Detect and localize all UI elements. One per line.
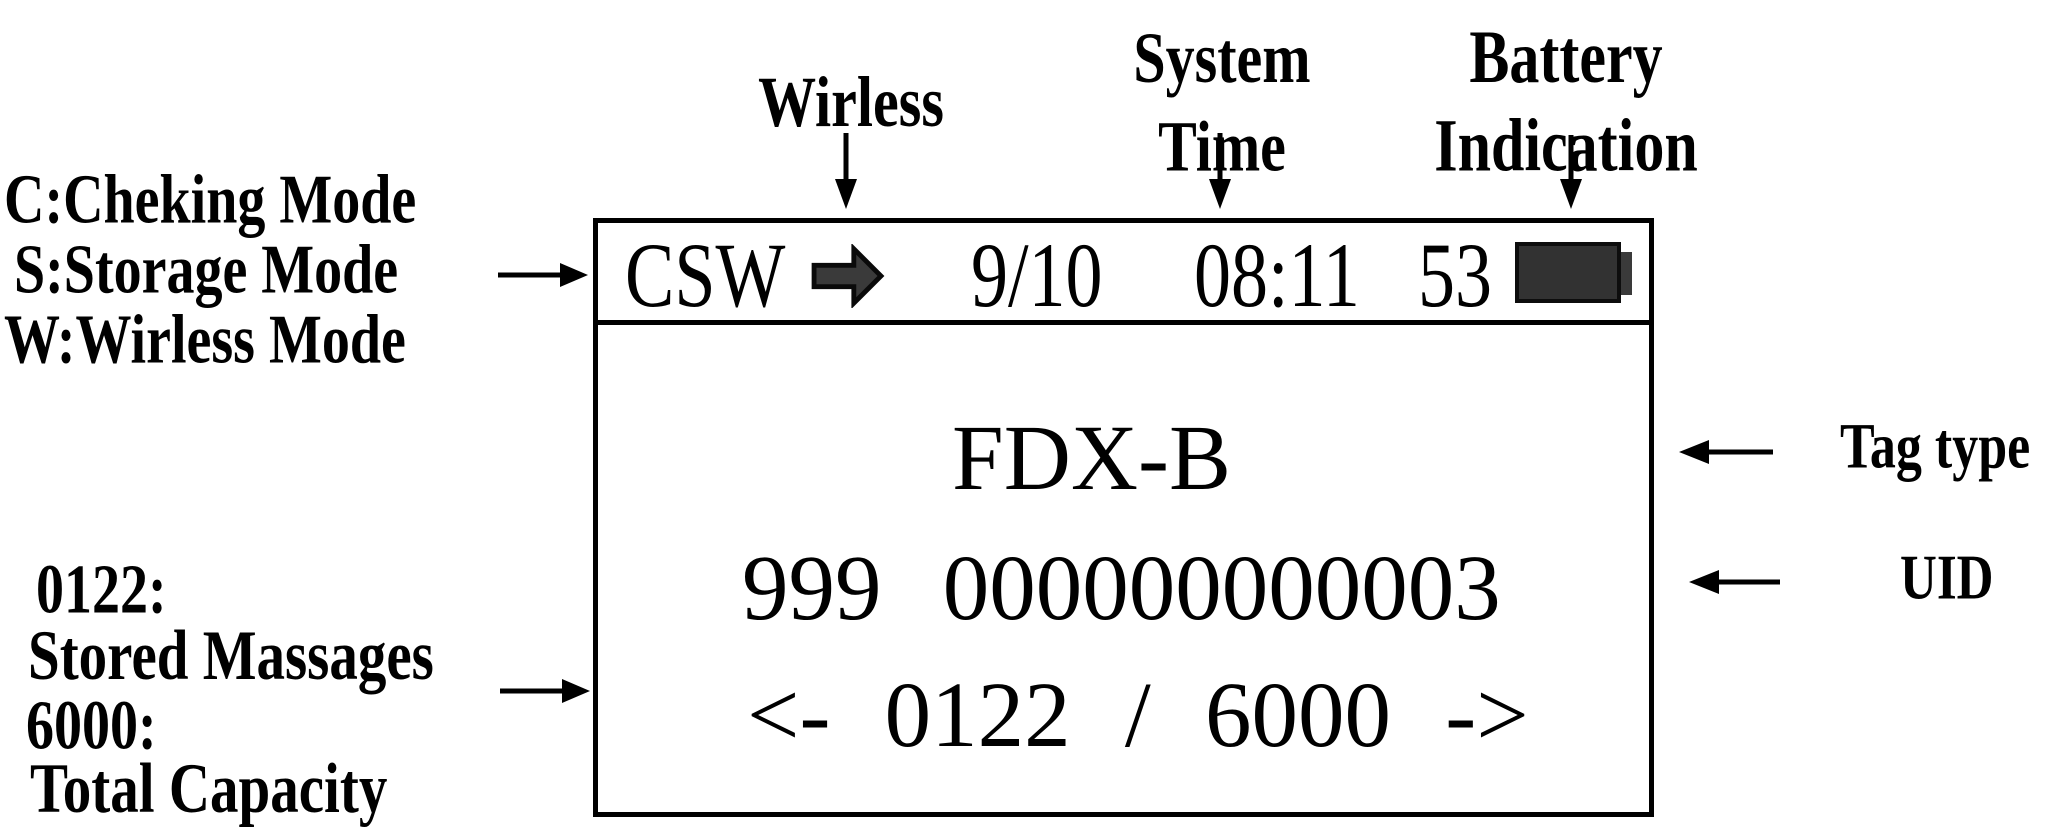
- battery-label-line2: Indication: [1434, 104, 1698, 187]
- tag-type-callout-label: Tag type: [1840, 411, 2031, 483]
- wireless-callout-label: Wirless: [758, 61, 944, 143]
- status-time: 08:11: [1194, 224, 1360, 328]
- uid-value: 999 000000000003: [742, 537, 1501, 640]
- battery-percent: 53: [1418, 224, 1492, 328]
- battery-callout-label: Battery Indication: [1426, 13, 1706, 191]
- battery-pointer-down-arrow-icon: [1560, 135, 1582, 209]
- battery-label-line1: Battery: [1469, 15, 1663, 99]
- system-time-pointer-down-arrow-icon: [1209, 133, 1231, 209]
- battery-icon-terminal: [1621, 252, 1632, 295]
- total-capacity-label: Total Capacity: [30, 749, 388, 828]
- mode-pointer-right-arrow-icon: [498, 263, 588, 287]
- stored-messages-label: Stored Massages: [28, 616, 434, 695]
- capacity-value-label: 6000:: [26, 687, 157, 765]
- main-display-area: FDX-B 999 000000000003 <- 0122 / 6000 ->: [598, 325, 1649, 812]
- uid-pointer-left-arrow-icon: [1689, 570, 1780, 594]
- mode-legend-wireless: W:Wirless Mode: [4, 301, 406, 379]
- mode-legend: C:Cheking Mode S:Storage Mode W:Wirless …: [4, 165, 416, 375]
- mode-legend-checking: C:Cheking Mode: [4, 161, 417, 239]
- storage-pointer-right-arrow-icon: [500, 679, 590, 703]
- wireless-pointer-down-arrow-icon: [835, 133, 857, 209]
- stored-count-value-label: 0122:: [36, 551, 167, 629]
- mode-indicator: CSW: [625, 224, 786, 328]
- tag-type-pointer-left-arrow-icon: [1679, 440, 1773, 464]
- uid-callout-label: UID: [1900, 543, 1994, 614]
- wireless-icon: [811, 244, 885, 308]
- record-pager: <- 0122 / 6000 ->: [747, 664, 1529, 767]
- status-date: 9/10: [971, 224, 1103, 328]
- lcd-display: CSW 9/10 08:11 53 FDX-B 999 000000000003…: [593, 218, 1654, 817]
- status-bar: CSW 9/10 08:11 53: [598, 223, 1649, 327]
- tag-type-value: FDX-B: [952, 407, 1232, 510]
- mode-legend-storage: S:Storage Mode: [14, 231, 399, 309]
- battery-icon-body: [1515, 242, 1621, 303]
- system-time-label-line1: System: [1133, 16, 1311, 98]
